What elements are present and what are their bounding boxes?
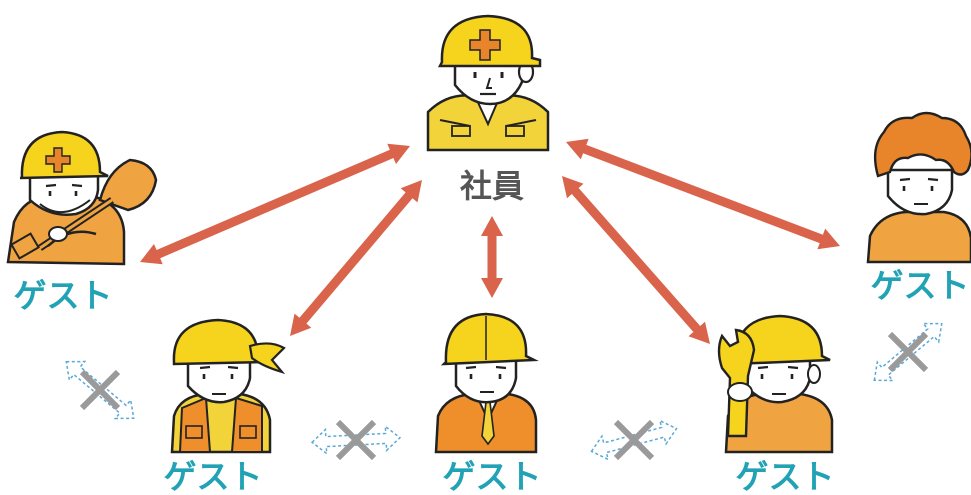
- no-connection-bottom-center-bottom-right: [590, 419, 678, 461]
- guest-label: ゲスト: [14, 276, 113, 315]
- arrow-employee-guest-bottom-center: [481, 216, 503, 298]
- no-connection-top-left-bottom-left: [65, 360, 135, 420]
- guest-figure-top-left: [6, 130, 158, 266]
- hard-hat-cross-icon: [469, 29, 501, 61]
- guest-label: ゲスト: [443, 457, 542, 495]
- guest-figure-bottom-right: [717, 314, 834, 454]
- guest-label: ゲスト: [164, 457, 263, 495]
- guest-figure-bottom-center: [434, 312, 539, 454]
- no-connection-top-right-bottom-right: [873, 322, 943, 382]
- arrow-employee-guest-bottom-right: [562, 176, 710, 344]
- guest-label: ゲスト: [736, 457, 835, 495]
- guest-guest-no-connection-group: [65, 322, 943, 461]
- no-connection-cross-icon: [887, 331, 929, 373]
- guest-figure-top-right: [866, 111, 971, 264]
- arrow-employee-guest-bottom-left: [290, 180, 422, 336]
- employee-label: 社員: [460, 167, 524, 205]
- guest-figure-bottom-left: [170, 318, 286, 454]
- arrow-employee-guest-top-left: [140, 143, 410, 265]
- arrow-employee-guest-top-right: [566, 138, 840, 250]
- no-connection-cross-icon: [79, 369, 121, 411]
- guest-label: ゲスト: [871, 266, 970, 305]
- employee-figure: [426, 14, 550, 152]
- no-connection-cross-icon: [613, 419, 655, 461]
- no-connection-cross-icon: [335, 419, 377, 461]
- no-connection-bottom-left-bottom-center: [310, 419, 402, 461]
- arrows-group: [140, 138, 840, 344]
